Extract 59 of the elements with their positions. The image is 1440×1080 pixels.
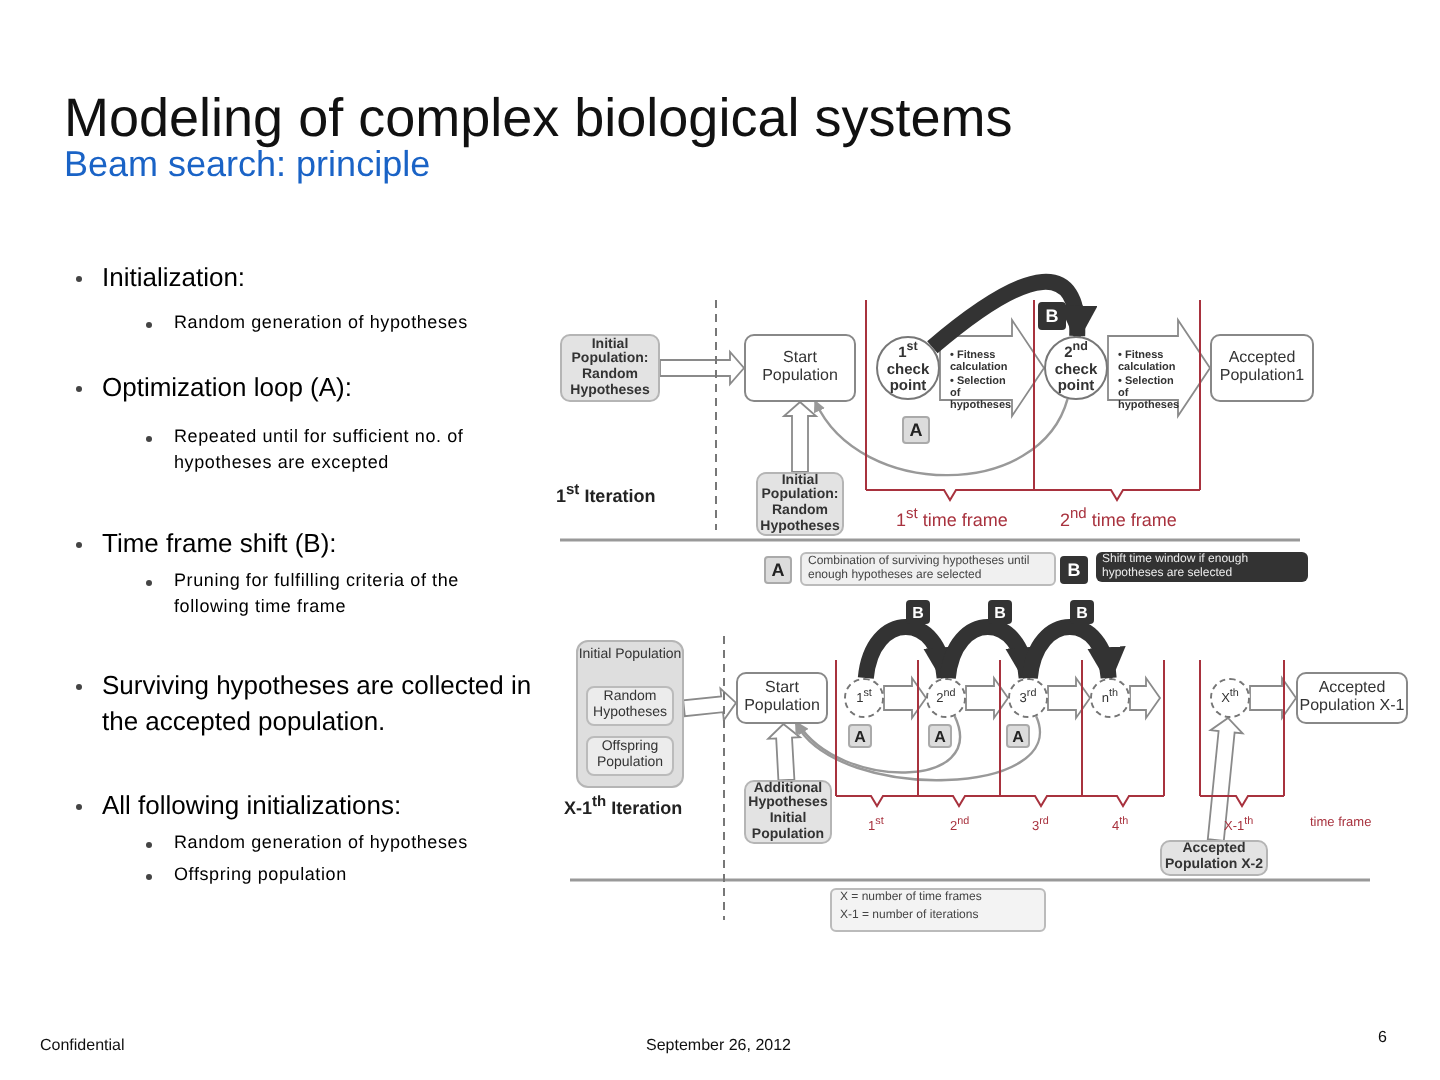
checkpoint-circle	[1090, 678, 1130, 718]
block-arrow	[1107, 317, 1212, 419]
block-arrow	[765, 722, 803, 782]
node-label: Accepted Population X-1	[1298, 680, 1406, 716]
iteration-label: X-1$^{th}$ Iteration	[564, 792, 685, 818]
step-badge: B	[906, 600, 930, 624]
step-badge: B	[1038, 302, 1066, 330]
footer-text: Confidential	[40, 1036, 127, 1054]
block-arrow	[1047, 675, 1092, 721]
population-box	[586, 736, 674, 776]
checkpoint-circle	[844, 678, 884, 718]
block-arrow	[965, 675, 1010, 721]
footer-text: September 26, 2012	[646, 1036, 793, 1054]
population-group	[576, 640, 684, 788]
bullet-text: Random generation of hypotheses	[174, 830, 470, 856]
block-arrow	[883, 675, 928, 721]
population-box	[744, 334, 856, 402]
time-frame-label: 1$^{st}$ time frame	[896, 504, 1010, 530]
bullet-text: Optimization loop (A):	[102, 370, 354, 406]
block-arrow	[1206, 716, 1245, 842]
block-arrow	[682, 686, 738, 723]
checkpoint-circle	[926, 678, 966, 718]
bullet-text: Offspring population	[174, 862, 349, 888]
bullet-text: All following initializations:	[102, 788, 404, 824]
iteration-label: 1$^{st}$ Iteration	[556, 480, 658, 506]
population-box	[1210, 334, 1314, 402]
population-box	[1296, 672, 1408, 724]
curved-arrow	[814, 398, 1069, 477]
curved-arrow	[927, 274, 1096, 354]
curved-arrow	[796, 715, 961, 774]
bullet-text: Surviving hypotheses are collected in the accepted population.	[102, 668, 534, 740]
node-label: Accepted Population1	[1217, 350, 1307, 386]
node-label: Start Population	[760, 350, 840, 386]
step-badge: B	[1070, 600, 1094, 624]
time-frame-label: 2$^{nd}$ time frame	[1060, 504, 1179, 530]
block-arrow	[659, 349, 746, 387]
block-arrow	[781, 400, 819, 473]
population-box	[736, 672, 828, 724]
checkpoint-circle	[1210, 678, 1250, 718]
title: Modeling of complex biological systems	[64, 88, 1013, 150]
block-arrow	[939, 317, 1046, 419]
bullet-text: Pruning for fulfilling criteria of the following time frame	[174, 568, 461, 621]
node-label: Start Population	[742, 680, 822, 716]
step-badge: A	[928, 724, 952, 748]
step-badge: A	[764, 556, 792, 584]
bullet-text: Time frame shift (B):	[102, 526, 339, 562]
step-badge: B	[1060, 556, 1088, 584]
step-badge: A	[902, 416, 930, 444]
step-badge: B	[988, 600, 1012, 624]
footer-text: 6	[1378, 1028, 1389, 1046]
bullet-text: Repeated until for sufficient no. of hypotheses are excepted	[174, 424, 466, 477]
bullet-text: Initialization:	[102, 260, 248, 296]
block-arrow	[1249, 675, 1298, 721]
bullet-text: Random generation of hypotheses	[174, 310, 470, 336]
step-badge: A	[1006, 724, 1030, 748]
curved-arrow	[794, 716, 1041, 782]
checkpoint-circle	[1008, 678, 1048, 718]
step-badge: A	[848, 724, 872, 748]
block-arrow	[1129, 675, 1162, 721]
